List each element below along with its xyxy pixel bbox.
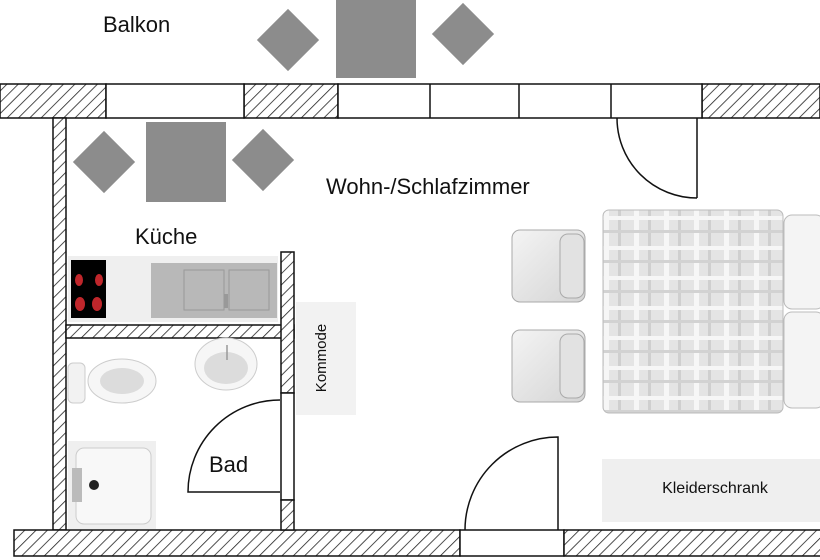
dresser-label: Kommode bbox=[313, 324, 330, 392]
bath-wall bbox=[280, 499, 295, 531]
entrance-opening bbox=[459, 529, 565, 557]
kitchen-bath-wall bbox=[65, 324, 295, 339]
kitchen-chair bbox=[231, 128, 295, 192]
left-wall bbox=[52, 117, 67, 531]
wardrobe: Kleiderschrank bbox=[602, 459, 820, 522]
balcony-table bbox=[336, 0, 416, 78]
dresser: Kommode bbox=[296, 302, 356, 415]
bottom-wall bbox=[13, 529, 820, 557]
window bbox=[105, 83, 245, 119]
kitchen-table-set bbox=[72, 122, 295, 202]
room-label-bath: Bad bbox=[209, 452, 248, 477]
armchair-icon bbox=[511, 229, 586, 303]
bed-blanket bbox=[602, 209, 784, 414]
armchair-icon bbox=[511, 329, 586, 403]
kitchen-chair bbox=[72, 130, 136, 194]
washbasin-icon bbox=[194, 337, 258, 391]
room-label-living: Wohn-/Schlafzimmer bbox=[326, 174, 530, 199]
bath-door[interactable] bbox=[187, 399, 281, 493]
pillow bbox=[783, 214, 820, 310]
balcony-chair bbox=[256, 8, 320, 72]
balcony-chair bbox=[431, 2, 495, 66]
balcony-door[interactable] bbox=[616, 117, 698, 199]
kitchen-sink-icon bbox=[151, 263, 277, 318]
bath-door-opening bbox=[280, 392, 295, 501]
toilet-icon bbox=[67, 358, 157, 404]
balcony-table-set bbox=[256, 0, 495, 78]
room-label-kitchen: Küche bbox=[135, 224, 197, 249]
window bbox=[337, 83, 703, 119]
double-bed-icon bbox=[602, 209, 820, 414]
shower-tray-icon bbox=[68, 441, 156, 529]
room-label-balcony: Balkon bbox=[103, 12, 170, 37]
wardrobe-label: Kleiderschrank bbox=[662, 480, 769, 497]
kitchen-table bbox=[146, 122, 226, 202]
bath-wall bbox=[280, 251, 295, 394]
entrance-door[interactable] bbox=[464, 436, 559, 531]
top-wall bbox=[0, 83, 820, 119]
stove-icon bbox=[71, 260, 106, 318]
pillow bbox=[783, 311, 820, 409]
